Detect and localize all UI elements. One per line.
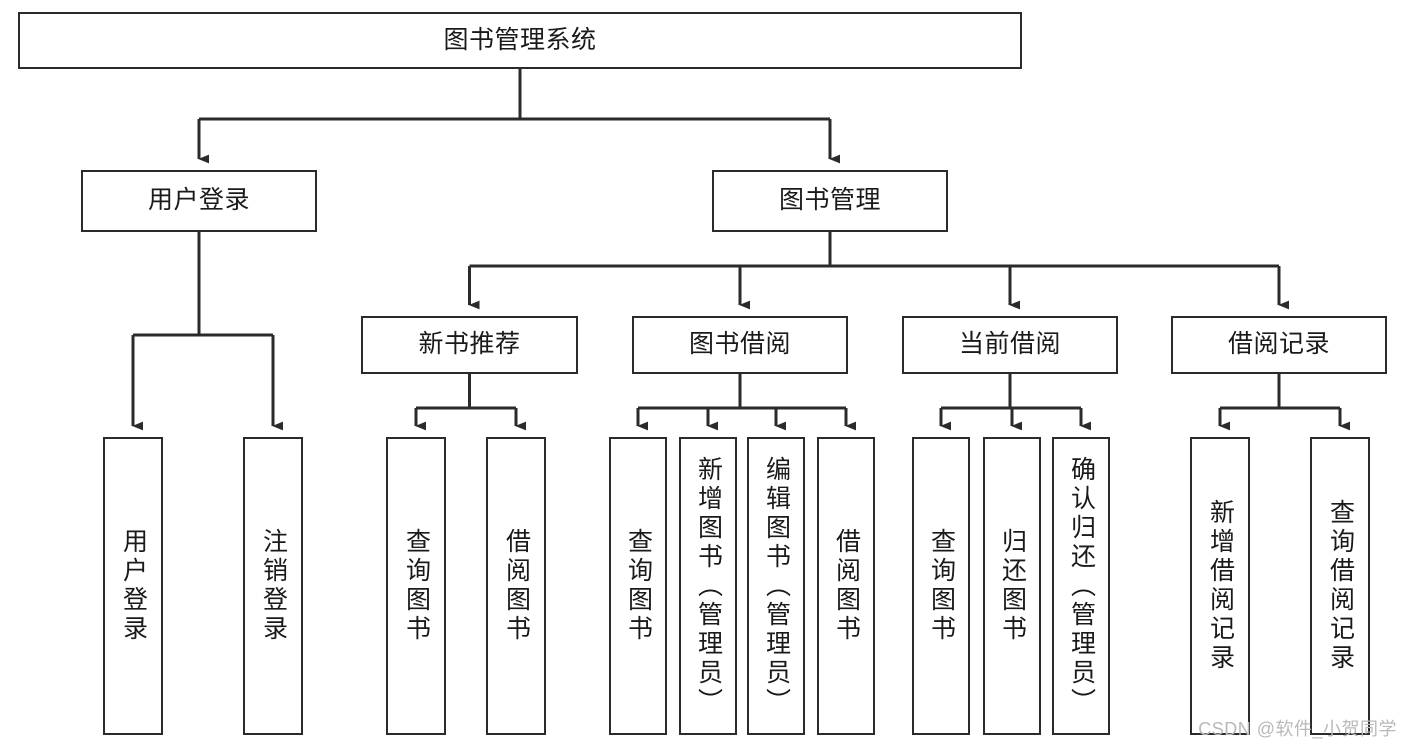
- node-leaf-logout-login[interactable]: 注销登录: [243, 437, 303, 735]
- node-leaf-add-borrow-record[interactable]: 新增借阅记录: [1190, 437, 1250, 735]
- node-leaf-confirm-return-admin[interactable]: 确认归还（管理员）: [1052, 437, 1110, 735]
- node-label-leaf-query-book-rec: 查询图书: [402, 528, 431, 644]
- node-label-borrow-records: 借阅记录: [1227, 330, 1330, 359]
- node-label-leaf-return-book: 归还图书: [998, 528, 1027, 644]
- node-new-book-recommend[interactable]: 新书推荐: [361, 316, 578, 374]
- node-label-leaf-borrow-book: 借阅图书: [832, 528, 861, 644]
- node-label-leaf-query-borrow-record: 查询借阅记录: [1326, 499, 1355, 673]
- node-label-leaf-logout-login: 注销登录: [259, 528, 288, 644]
- node-leaf-return-book[interactable]: 归还图书: [983, 437, 1041, 735]
- node-label-leaf-add-borrow-record: 新增借阅记录: [1206, 499, 1235, 673]
- node-label-leaf-edit-book-admin: 编辑图书（管理员）: [762, 455, 791, 717]
- node-borrow-records[interactable]: 借阅记录: [1171, 316, 1387, 374]
- node-leaf-query-borrow-record[interactable]: 查询借阅记录: [1310, 437, 1370, 735]
- node-user-login[interactable]: 用户登录: [81, 170, 317, 232]
- node-leaf-borrow-book-rec[interactable]: 借阅图书: [486, 437, 546, 735]
- edges-group: [131, 69, 1351, 431]
- node-label-leaf-query-book-current: 查询图书: [927, 528, 956, 644]
- node-label-new-book-recommend: 新书推荐: [418, 330, 521, 359]
- node-label-leaf-query-book-borrow: 查询图书: [624, 528, 653, 644]
- node-label-user-login: 用户登录: [147, 186, 250, 215]
- node-book-management[interactable]: 图书管理: [712, 170, 948, 232]
- node-root[interactable]: 图书管理系统: [18, 12, 1022, 69]
- node-label-book-borrow: 图书借阅: [688, 330, 791, 359]
- node-label-book-management: 图书管理: [778, 186, 881, 215]
- node-label-leaf-confirm-return-admin: 确认归还（管理员）: [1067, 455, 1096, 717]
- node-label-leaf-add-book-admin: 新增图书（管理员）: [694, 455, 723, 717]
- node-label-current-borrow: 当前借阅: [958, 330, 1061, 359]
- node-label-root: 图书管理系统: [443, 25, 597, 54]
- node-book-borrow[interactable]: 图书借阅: [632, 316, 848, 374]
- node-label-leaf-user-login: 用户登录: [119, 528, 148, 644]
- node-label-leaf-borrow-book-rec: 借阅图书: [502, 528, 531, 644]
- node-leaf-user-login[interactable]: 用户登录: [103, 437, 163, 735]
- node-leaf-borrow-book[interactable]: 借阅图书: [817, 437, 875, 735]
- node-leaf-add-book-admin[interactable]: 新增图书（管理员）: [679, 437, 737, 735]
- node-leaf-query-book-borrow[interactable]: 查询图书: [609, 437, 667, 735]
- node-leaf-edit-book-admin[interactable]: 编辑图书（管理员）: [747, 437, 805, 735]
- node-current-borrow[interactable]: 当前借阅: [902, 316, 1118, 374]
- node-leaf-query-book-rec[interactable]: 查询图书: [386, 437, 446, 735]
- node-leaf-query-book-current[interactable]: 查询图书: [912, 437, 970, 735]
